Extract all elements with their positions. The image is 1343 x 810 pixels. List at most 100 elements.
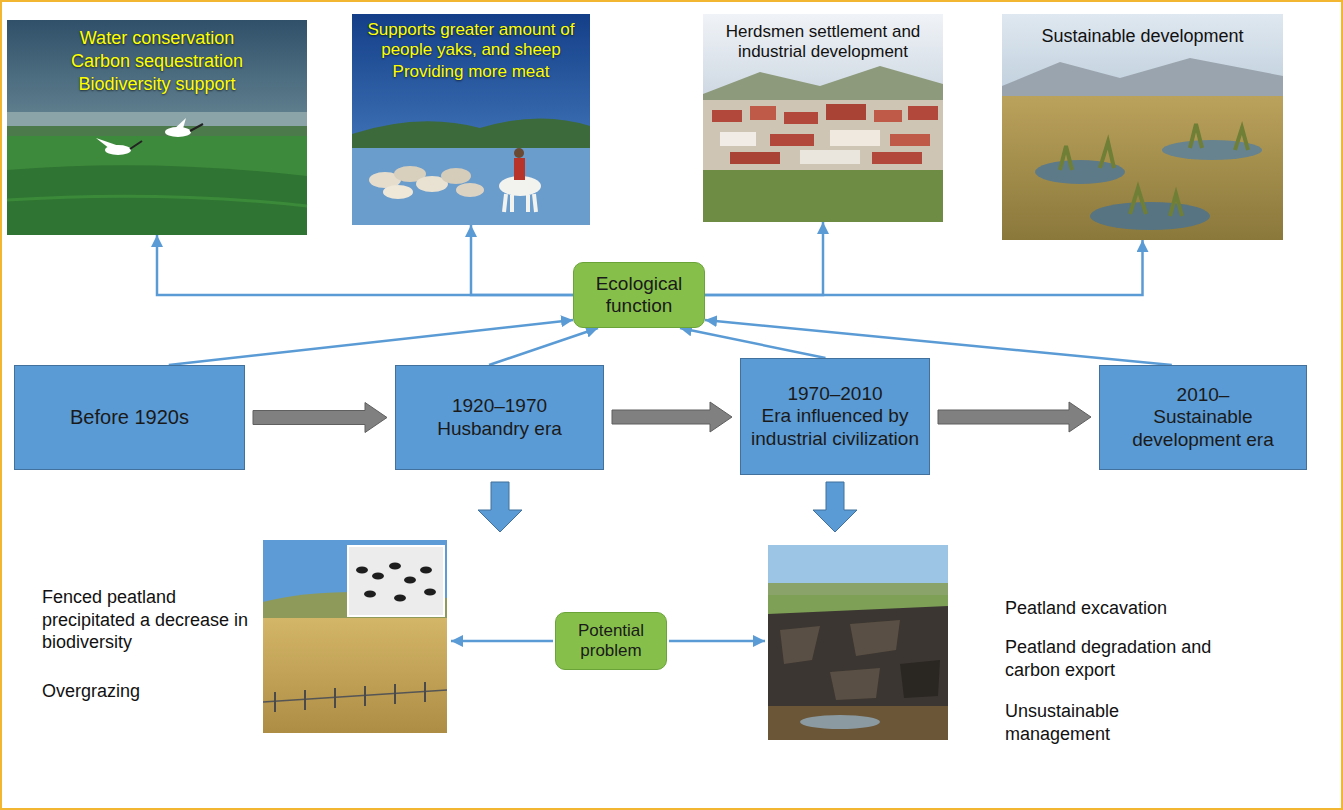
- connector-line: [489, 328, 598, 365]
- problem-arrow: [451, 640, 553, 643]
- box-text: Era influenced by industrial civilizatio…: [751, 405, 919, 450]
- box-text: Before 1920s: [25, 406, 234, 430]
- fenced-pasture-photo: [424, 589, 436, 596]
- fenced-pasture-photo: [394, 595, 406, 602]
- town-photo: [872, 152, 922, 164]
- text-stack: Supports greater amount of people yaks, …: [358, 20, 584, 84]
- wetland-photo: [130, 141, 142, 149]
- fenced-pasture-photo: [420, 567, 432, 574]
- wetland-photo: [7, 20, 307, 235]
- town-photo: [770, 134, 814, 146]
- box-text: 1970–2010: [751, 383, 919, 405]
- wetland-grass-photo: [1002, 14, 1283, 240]
- text-stack: Herdsmen settlement and industrial devel…: [709, 22, 937, 64]
- fenced-pasture-photo: [372, 573, 384, 580]
- text-stack: Sustainable development: [1008, 26, 1277, 49]
- photo-caption: Supports greater amount of people yaks, …: [358, 20, 584, 60]
- town-photo: [874, 110, 902, 122]
- box-text: Sustainable development era: [1110, 406, 1296, 451]
- photo-panel: Water conservationCarbon sequestrationBi…: [7, 20, 307, 235]
- flow-arrow: [938, 402, 1091, 432]
- fenced-pasture-photo: [275, 682, 425, 712]
- photo-panel: Herdsmen settlement and industrial devel…: [703, 14, 943, 222]
- peat-excavation-photo: [780, 620, 900, 700]
- problem-note: Fenced peatland precipitated a decrease …: [42, 586, 257, 654]
- photo-caption: Sustainable development: [1008, 26, 1277, 47]
- text-stack: Water conservationCarbon sequestrationBi…: [13, 28, 301, 98]
- photo-panel: Supports greater amount of people yaks, …: [352, 14, 590, 225]
- era-box: 2010–Sustainable development era: [1099, 365, 1307, 470]
- wetland-photo: [190, 124, 203, 131]
- peat-excavation-photo: [768, 545, 948, 740]
- connector-line: [705, 240, 1143, 295]
- problem-note: Peatland excavation: [1005, 597, 1325, 620]
- photo-caption: Water conservation: [13, 28, 301, 49]
- box-text: 2010–: [1110, 384, 1296, 406]
- wetland-photo: [7, 126, 307, 136]
- herding-photo: [514, 148, 524, 158]
- wetland-grass-photo: [1002, 14, 1283, 240]
- wetland-photo: [7, 112, 307, 126]
- problem-note: Overgrazing: [42, 680, 257, 703]
- fenced-pasture-photo: [348, 546, 444, 616]
- town-photo: [703, 14, 943, 222]
- wetland-grass-photo: [1002, 96, 1283, 240]
- connector-line: [471, 225, 573, 295]
- connector-line: [157, 235, 573, 295]
- herding-photo: [352, 14, 590, 225]
- peat-excavation-photo: [768, 545, 948, 583]
- wetland-photo: [96, 138, 122, 149]
- peat-excavation-photo: [900, 660, 940, 698]
- photo-caption: Herdsmen settlement and industrial devel…: [709, 22, 937, 62]
- town-photo: [800, 150, 860, 164]
- problem-note: Peatland degradation and carbon export: [1005, 636, 1215, 681]
- text-stack: 2010–Sustainable development era: [1100, 384, 1306, 451]
- category-box: Ecological function: [573, 262, 705, 328]
- text-stack: Before 1920s: [15, 406, 244, 430]
- text-stack: 1970–2010Era influenced by industrial ci…: [741, 383, 929, 450]
- category-box: Potential problem: [555, 612, 667, 670]
- town-photo: [826, 104, 866, 120]
- herding-photo: [352, 148, 590, 225]
- connector-line: [680, 328, 826, 358]
- text-stack: 1920–1970Husbandry era: [396, 395, 603, 440]
- fenced-pasture-photo: [263, 540, 447, 733]
- peat-excavation-photo: [768, 706, 948, 740]
- wetland-photo: [172, 118, 186, 132]
- fenced-pasture-photo: [389, 563, 401, 570]
- wetland-grass-photo: [1060, 124, 1248, 216]
- wetland-photo: [7, 20, 307, 115]
- town-photo: [890, 134, 930, 146]
- peat-excavation-photo: [768, 583, 948, 595]
- problem-arrow: [669, 640, 765, 643]
- wetland-grass-photo: [1002, 58, 1283, 98]
- photo-caption: Providing more meat: [358, 62, 584, 82]
- wetland-photo: [7, 196, 307, 206]
- down-arrow: [813, 482, 857, 532]
- peat-excavation-photo: [800, 715, 880, 729]
- photo-caption: Biodiversity support: [13, 74, 301, 95]
- text-stack: Potential problem: [556, 621, 666, 661]
- wetland-photo: [7, 165, 307, 235]
- fenced-pasture-photo: [404, 577, 416, 584]
- town-photo: [750, 106, 776, 120]
- town-photo: [703, 14, 943, 222]
- town-photo: [703, 66, 943, 104]
- flow-arrow: [612, 402, 732, 432]
- town-photo: [703, 170, 943, 222]
- town-photo: [730, 152, 780, 164]
- peat-excavation-photo: [768, 606, 948, 712]
- era-box: 1920–1970Husbandry era: [395, 365, 604, 470]
- box-text: Ecological function: [582, 273, 696, 318]
- fenced-pasture-photo: [263, 690, 447, 702]
- down-arrow: [478, 482, 857, 532]
- town-photo: [908, 106, 938, 120]
- herding-photo: [352, 118, 590, 148]
- town-photo: [712, 110, 742, 122]
- wetland-grass-photo: [1090, 202, 1210, 230]
- down-arrow: [478, 482, 522, 532]
- peat-excavation-photo: [768, 545, 948, 740]
- fenced-pasture-photo: [263, 540, 447, 733]
